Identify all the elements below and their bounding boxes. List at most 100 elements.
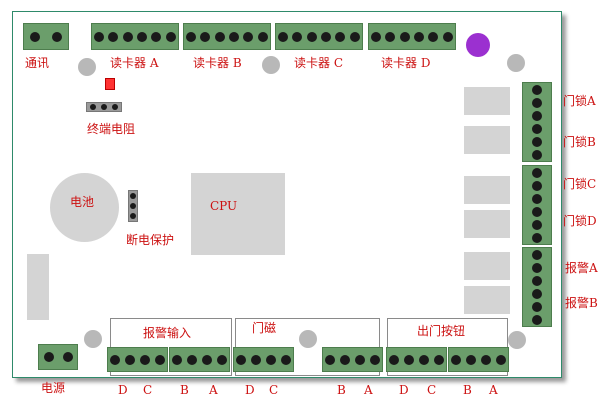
pin-icon bbox=[43, 352, 54, 362]
comm-label: 通讯 bbox=[25, 56, 50, 70]
pin-icon bbox=[340, 354, 351, 365]
pin-icon bbox=[433, 354, 444, 365]
pin-icon bbox=[354, 354, 365, 365]
pin-icon bbox=[480, 354, 491, 365]
pin-icon bbox=[532, 301, 542, 312]
pin-icon bbox=[418, 354, 429, 365]
pin-icon bbox=[108, 31, 119, 42]
alarm-input-label: 报警输入 bbox=[143, 326, 192, 340]
pin-icon bbox=[154, 354, 165, 365]
pin-icon bbox=[532, 149, 542, 160]
pin-icon bbox=[428, 31, 439, 42]
pin-icon bbox=[335, 31, 346, 42]
terminal-letter: B bbox=[463, 383, 472, 397]
pin-icon bbox=[532, 123, 542, 134]
pin-icon bbox=[30, 31, 40, 42]
pin-icon bbox=[349, 31, 360, 42]
pin-icon bbox=[399, 31, 410, 42]
lock-c-label: 门锁C bbox=[563, 177, 597, 191]
terminal-letter: C bbox=[143, 383, 153, 397]
pin-icon bbox=[243, 31, 254, 42]
terminal-letter: A bbox=[489, 383, 498, 397]
exit-button-label: 出门按钮 bbox=[417, 324, 466, 338]
lock-b-label: 门锁B bbox=[563, 135, 596, 149]
door-magnet-terminal-ba bbox=[322, 347, 383, 372]
terminal-letter: D bbox=[118, 383, 128, 397]
pin-icon bbox=[385, 31, 396, 42]
relay-component bbox=[464, 176, 510, 204]
pin-icon bbox=[100, 104, 107, 110]
pin-icon bbox=[110, 354, 121, 365]
pin-icon bbox=[52, 31, 62, 42]
pin-icon bbox=[112, 104, 119, 110]
power-label: 电源 bbox=[41, 381, 66, 395]
led-icon bbox=[105, 78, 115, 90]
cpu-chip bbox=[191, 173, 285, 255]
relay-component bbox=[464, 126, 510, 154]
pin-icon bbox=[172, 354, 183, 365]
alarm-terminal bbox=[522, 247, 552, 327]
power-terminal bbox=[38, 344, 78, 370]
pin-icon bbox=[187, 354, 198, 365]
cpu-label: CPU bbox=[210, 199, 238, 213]
pin-icon bbox=[532, 275, 542, 286]
pin-icon bbox=[94, 31, 105, 42]
pin-icon bbox=[62, 352, 73, 362]
pin-icon bbox=[229, 31, 240, 42]
relay-component bbox=[464, 87, 510, 115]
pin-icon bbox=[292, 31, 303, 42]
pin-icon bbox=[532, 288, 542, 299]
power-off-protect-label: 断电保护 bbox=[126, 233, 175, 247]
terminal-letter: B bbox=[337, 383, 346, 397]
pin-icon bbox=[369, 354, 380, 365]
pin-icon bbox=[532, 219, 542, 230]
pin-icon bbox=[442, 31, 453, 42]
pin-icon bbox=[371, 31, 382, 42]
reader-c-label: 读卡器 C bbox=[294, 56, 343, 70]
pin-icon bbox=[186, 31, 197, 42]
pin-icon bbox=[236, 354, 247, 365]
lock-cd-terminal bbox=[522, 165, 552, 245]
mounting-hole-icon bbox=[78, 58, 96, 76]
pin-icon bbox=[137, 31, 148, 42]
battery-icon bbox=[50, 173, 119, 242]
exit-button-terminal-ba bbox=[448, 347, 509, 372]
pin-icon bbox=[532, 167, 542, 178]
pin-icon bbox=[532, 249, 542, 260]
lock-a-label: 门锁A bbox=[563, 94, 596, 108]
status-indicator-icon bbox=[466, 33, 490, 57]
pin-icon bbox=[451, 354, 462, 365]
pin-icon bbox=[130, 213, 136, 219]
pin-icon bbox=[280, 354, 291, 365]
reader-a-terminal bbox=[91, 23, 179, 50]
exit-button-terminal-dc bbox=[386, 347, 447, 372]
relay-component bbox=[464, 286, 510, 314]
lock-ab-terminal bbox=[522, 82, 552, 162]
pin-icon bbox=[216, 354, 227, 365]
pin-icon bbox=[165, 31, 176, 42]
pin-icon bbox=[125, 354, 136, 365]
pin-icon bbox=[532, 110, 542, 121]
pin-icon bbox=[532, 193, 542, 204]
pin-icon bbox=[265, 354, 276, 365]
terminal-letter: C bbox=[269, 383, 279, 397]
pin-icon bbox=[200, 31, 211, 42]
pin-icon bbox=[214, 31, 225, 42]
termination-jumper bbox=[86, 102, 122, 112]
pin-icon bbox=[251, 354, 262, 365]
terminal-letter: B bbox=[180, 383, 189, 397]
mounting-hole-icon bbox=[262, 56, 280, 74]
pin-icon bbox=[139, 354, 150, 365]
terminal-letter: D bbox=[399, 383, 409, 397]
pin-icon bbox=[321, 31, 332, 42]
reader-a-label: 读卡器 A bbox=[110, 56, 159, 70]
power-off-protect-jumper bbox=[128, 190, 138, 222]
pin-icon bbox=[532, 314, 542, 325]
relay-component bbox=[464, 252, 510, 280]
pin-icon bbox=[532, 84, 542, 95]
pin-icon bbox=[532, 232, 542, 243]
pin-icon bbox=[151, 31, 162, 42]
terminal-letter: C bbox=[427, 383, 437, 397]
reader-b-terminal bbox=[183, 23, 271, 50]
alarm-input-terminal-dc bbox=[107, 347, 168, 372]
